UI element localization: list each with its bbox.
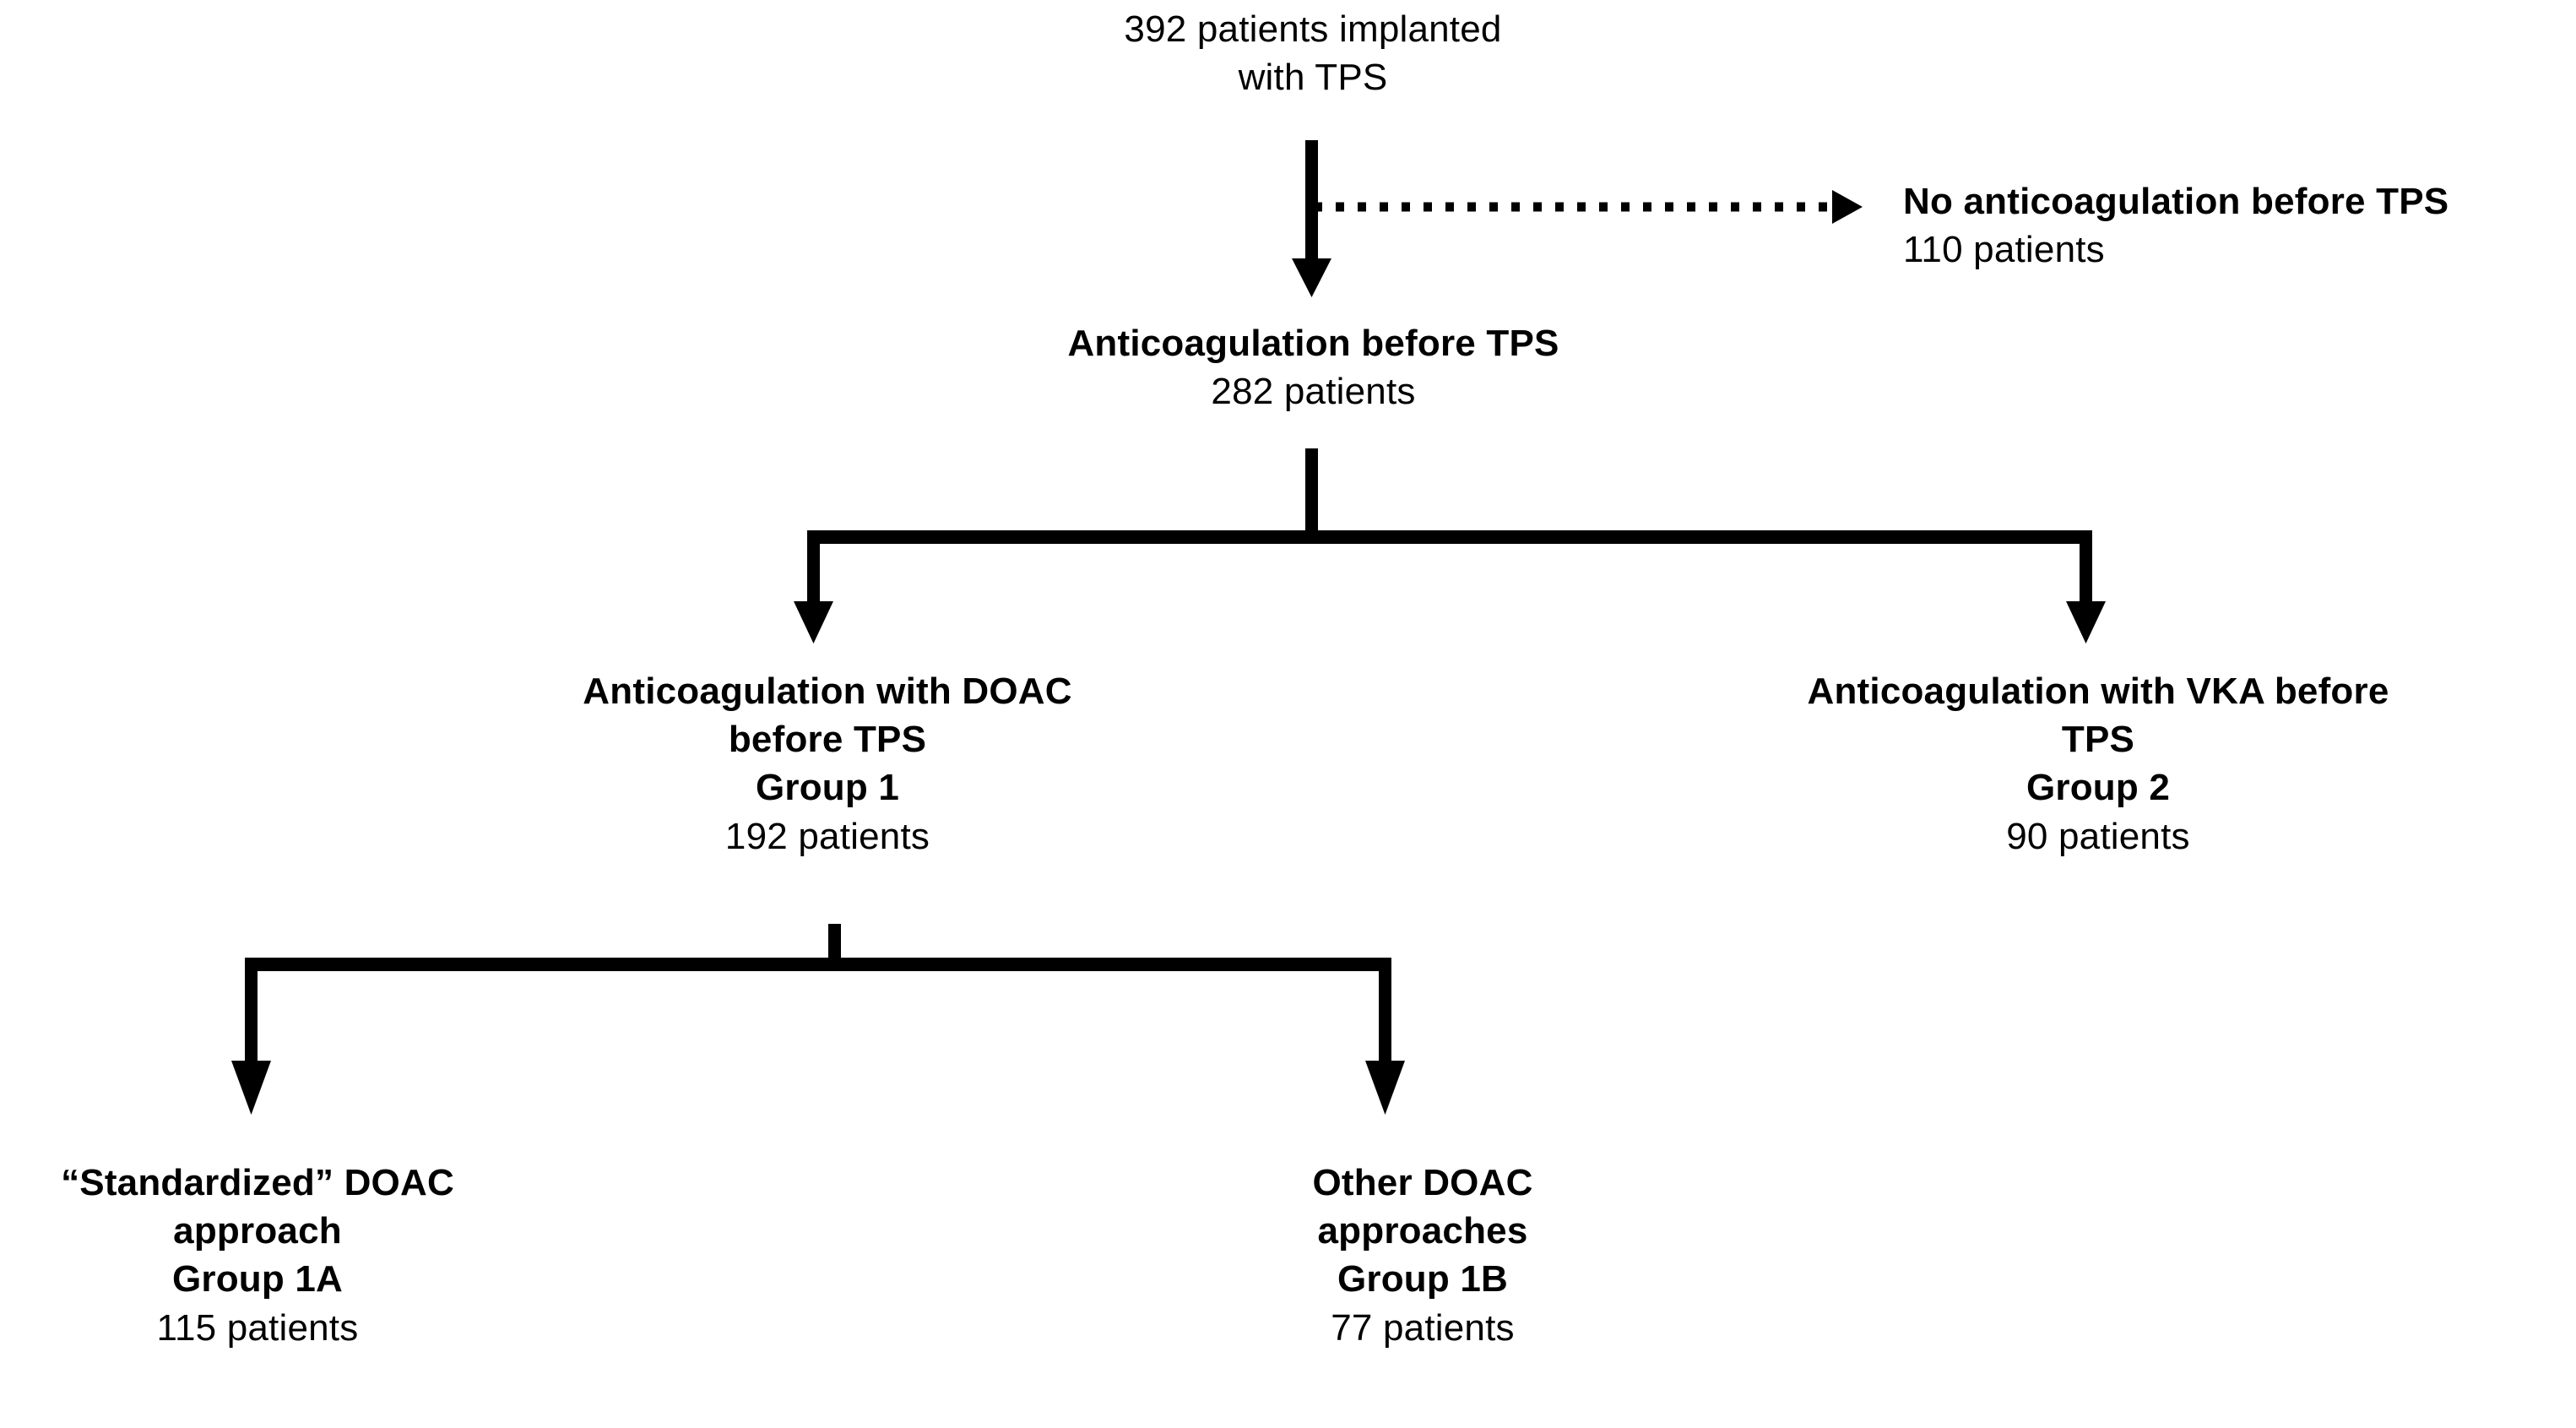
node-anticoagulation-before-tps-count: 282 patients [1211, 371, 1416, 413]
node-root-line-2: with TPS [1238, 57, 1388, 99]
node-root: 392 patients implanted with TPS [946, 5, 1680, 101]
node-root-line-1: 392 patients implanted [1124, 8, 1502, 50]
node-group-2-line-2: TPS [2061, 719, 2135, 761]
node-group-1-line-2: before TPS [728, 719, 927, 761]
node-no-anticoagulation: No anticoagulation before TPS 110 patien… [1903, 177, 2576, 274]
node-group-1a-line-2: approach [173, 1210, 342, 1252]
node-group-1b-line-1: Other DOAC [1312, 1162, 1533, 1203]
node-group-2-label: Group 2 [2026, 767, 2171, 809]
node-group-2-line-1: Anticoagulation with VKA before [1807, 671, 2389, 712]
node-group-1-label: Group 1 [755, 767, 900, 809]
node-group-1-line-1: Anticoagulation with DOAC [583, 671, 1072, 712]
node-group-2: Anticoagulation with VKA before TPS Grou… [1697, 667, 2499, 861]
node-group-1b: Other DOAC approaches Group 1B 77 patien… [1131, 1159, 1714, 1352]
edge-root-to-anticoagulation [1292, 140, 1331, 297]
node-no-anticoagulation-count: 110 patients [1903, 229, 2105, 271]
node-group-1: Anticoagulation with DOAC before TPS Gro… [473, 667, 1182, 861]
node-no-anticoagulation-title: No anticoagulation before TPS [1903, 181, 2449, 222]
edge-split-group1-group2 [794, 448, 2106, 643]
node-group-1b-line-2: approaches [1317, 1210, 1528, 1252]
node-group-1b-label: Group 1B [1337, 1258, 1509, 1300]
node-group-1b-count: 77 patients [1331, 1306, 1515, 1349]
edge-root-to-no-anticoagulation [1314, 190, 1863, 224]
edge-split-group1a-group1b [231, 924, 1405, 1115]
node-group-1-count: 192 patients [724, 815, 930, 857]
node-anticoagulation-before-tps: Anticoagulation before TPS 282 patients [944, 319, 1683, 415]
node-group-1a: “Standardized” DOAC approach Group 1A 11… [0, 1159, 549, 1352]
node-group-2-count: 90 patients [2006, 815, 2190, 857]
node-group-1a-line-1: “Standardized” DOAC [61, 1162, 454, 1203]
node-anticoagulation-before-tps-title: Anticoagulation before TPS [1067, 323, 1559, 364]
node-group-1a-count: 115 patients [156, 1306, 359, 1349]
node-group-1a-label: Group 1A [171, 1258, 344, 1300]
